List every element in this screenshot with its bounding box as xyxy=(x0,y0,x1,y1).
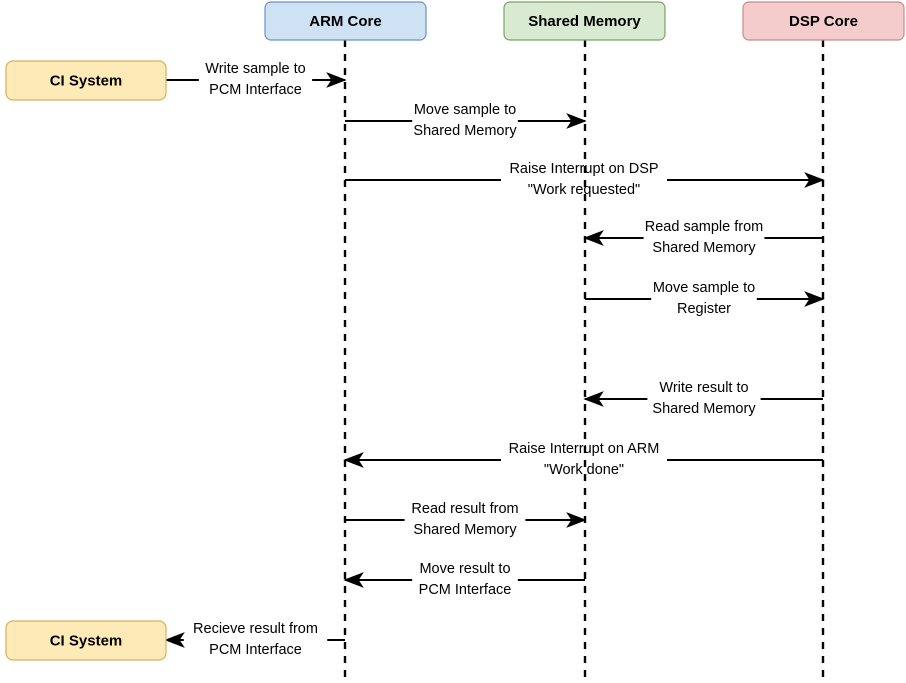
actor-box[interactable] xyxy=(5,60,167,101)
message-label-line-1: Move result to xyxy=(419,561,510,577)
message-label-line-1: Read sample from xyxy=(645,219,763,235)
message-label-line-2: Shared Memory xyxy=(413,123,517,139)
message-label-line-1: Raise Interrupt on DSP xyxy=(509,161,658,177)
message-label-line-1: Move sample to xyxy=(414,102,516,118)
message-label-line-1: Move sample to xyxy=(653,280,755,296)
message-7: Raise Interrupt on ARM "Work done" xyxy=(343,441,823,478)
participant-box[interactable] xyxy=(503,1,666,41)
message-label-line-2: PCM Interface xyxy=(209,642,302,658)
message-label-line-2: PCM Interface xyxy=(419,582,512,598)
message-label-line-1: Write sample to xyxy=(205,61,305,77)
participant-box[interactable] xyxy=(264,1,427,41)
message-label-line-1: Recieve result from xyxy=(193,621,318,637)
message-label-line-1: Read result from xyxy=(411,501,518,517)
actor-box[interactable] xyxy=(5,620,167,661)
message-6: Write result to Shared Memory xyxy=(583,380,823,417)
message-label-line-2: "Work requested" xyxy=(528,182,640,198)
message-label-line-2: Register xyxy=(677,301,731,317)
message-3: Raise Interrupt on DSP "Work requested" xyxy=(345,161,825,198)
message-5: Move sample to Register xyxy=(585,280,825,317)
message-2: Move sample to Shared Memory xyxy=(345,102,587,139)
participant-label: ARM Core xyxy=(309,13,382,30)
participant-shared-memory[interactable]: Shared Memory xyxy=(503,1,666,41)
actor-label: CI System xyxy=(50,72,123,89)
actor-ci-system-top[interactable]: CI System xyxy=(5,60,167,101)
message-1: Write sample to PCM Interface xyxy=(166,61,347,98)
message-9: Move result to PCM Interface xyxy=(343,561,585,598)
participants-group: ARM Core Shared Memory DSP Core xyxy=(264,1,905,41)
actor-ci-system-bottom[interactable]: CI System xyxy=(5,620,167,661)
message-label-line-1: Raise Interrupt on ARM xyxy=(509,441,660,457)
participant-box[interactable] xyxy=(742,1,905,41)
message-label-line-2: Shared Memory xyxy=(652,240,756,256)
message-label-line-2: PCM Interface xyxy=(209,82,302,98)
message-label-line-2: Shared Memory xyxy=(413,522,517,538)
message-label-line-1: Write result to xyxy=(659,380,748,396)
participant-label: Shared Memory xyxy=(528,13,641,30)
message-label-line-2: Shared Memory xyxy=(652,401,756,417)
message-label-line-2: "Work done" xyxy=(544,462,624,478)
participant-dsp-core[interactable]: DSP Core xyxy=(742,1,905,41)
participant-arm-core[interactable]: ARM Core xyxy=(264,1,427,41)
actors-group: CI System CI System xyxy=(5,60,167,661)
participant-label: DSP Core xyxy=(789,13,858,30)
actor-label: CI System xyxy=(50,632,123,649)
